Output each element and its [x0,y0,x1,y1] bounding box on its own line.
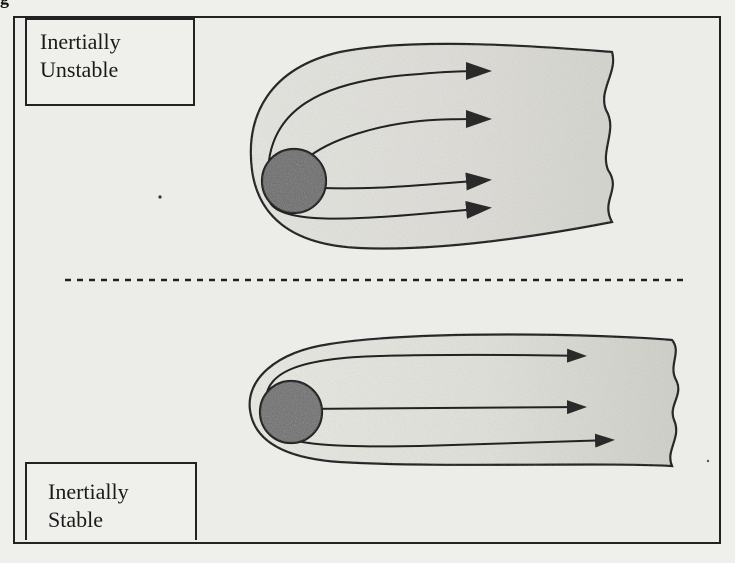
unstable-label-line1: Inertially [40,28,193,56]
stable-plume [250,335,679,467]
speck [158,195,161,198]
stable-label-line2: Stable [48,506,195,534]
speck [707,460,709,462]
stable-label-box: Inertially Stable [25,462,197,540]
unstable-label-box: Inertially Unstable [25,18,195,106]
stable-label-line1: Inertially [48,478,195,506]
unstable-label-line2: Unstable [40,56,193,84]
unstable-plume [251,44,613,249]
